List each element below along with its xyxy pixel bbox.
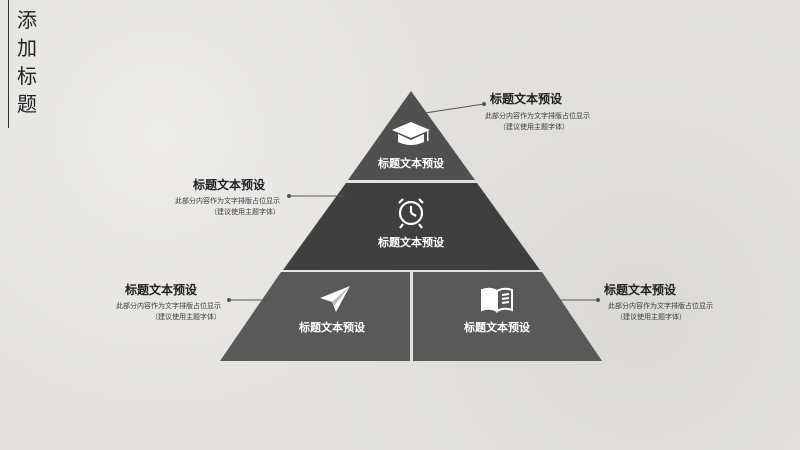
pyramid-bottom-right-label: 标题文本预设 xyxy=(464,321,530,334)
connector-dot-middle xyxy=(287,194,291,198)
callout-top-right-line1: 此部分内容作为文字排版占位显示 xyxy=(485,112,590,120)
callout-bottom-left-title: 标题文本预设 xyxy=(125,283,198,297)
pyramid-tier-bottom-left[interactable] xyxy=(220,272,410,361)
pyramid-bottom-left-label: 标题文本预设 xyxy=(299,321,365,334)
callout-top-right-text: 此部分内容作为文字排版占位显示 （建议使用主题字体） xyxy=(485,111,590,133)
callout-bottom-left-line1: 此部分内容作为文字排版占位显示 xyxy=(116,302,221,310)
callout-middle-left-line1: 此部分内容作为文字排版占位显示 xyxy=(175,197,280,205)
graduation-cap-icon xyxy=(392,122,430,145)
callout-bottom-right-title: 标题文本预设 xyxy=(604,283,677,297)
callout-bottom-right-line1: 此部分内容作为文字排版占位显示 xyxy=(608,302,713,310)
alarm-clock-icon xyxy=(398,198,424,229)
connector-top-right xyxy=(424,103,485,114)
pyramid-middle-label: 标题文本预设 xyxy=(378,236,444,249)
callout-top-right-title: 标题文本预设 xyxy=(490,92,563,106)
callout-middle-left-text: 此部分内容作为文字排版占位显示 （建议使用主题字体） xyxy=(140,196,280,218)
pyramid-top-label: 标题文本预设 xyxy=(378,157,444,170)
pyramid-tier-middle[interactable] xyxy=(283,183,540,270)
callout-bottom-left-line2: （建议使用主题字体） xyxy=(151,313,221,321)
callout-bottom-right-text: 此部分内容作为文字排版占位显示 （建议使用主题字体） xyxy=(608,301,713,323)
callout-middle-left-line2: （建议使用主题字体） xyxy=(210,208,280,216)
open-book-icon xyxy=(481,287,513,313)
callout-middle-left-title: 标题文本预设 xyxy=(193,178,266,192)
connector-dot-bottom-right xyxy=(596,298,600,302)
paper-plane-icon xyxy=(320,286,350,312)
title-accent-line xyxy=(8,0,9,128)
connector-dot-top xyxy=(482,102,486,106)
callout-bottom-left-text: 此部分内容作为文字排版占位显示 （建议使用主题字体） xyxy=(86,301,221,323)
pyramid-tier-bottom-right[interactable] xyxy=(413,272,602,361)
page-title: 添加标题 xyxy=(17,8,37,116)
connector-dot-bottom-left xyxy=(227,298,231,302)
callout-bottom-right-line2: （建议使用主题字体） xyxy=(616,313,686,321)
callout-top-right-line2: （建议使用主题字体） xyxy=(499,123,569,131)
